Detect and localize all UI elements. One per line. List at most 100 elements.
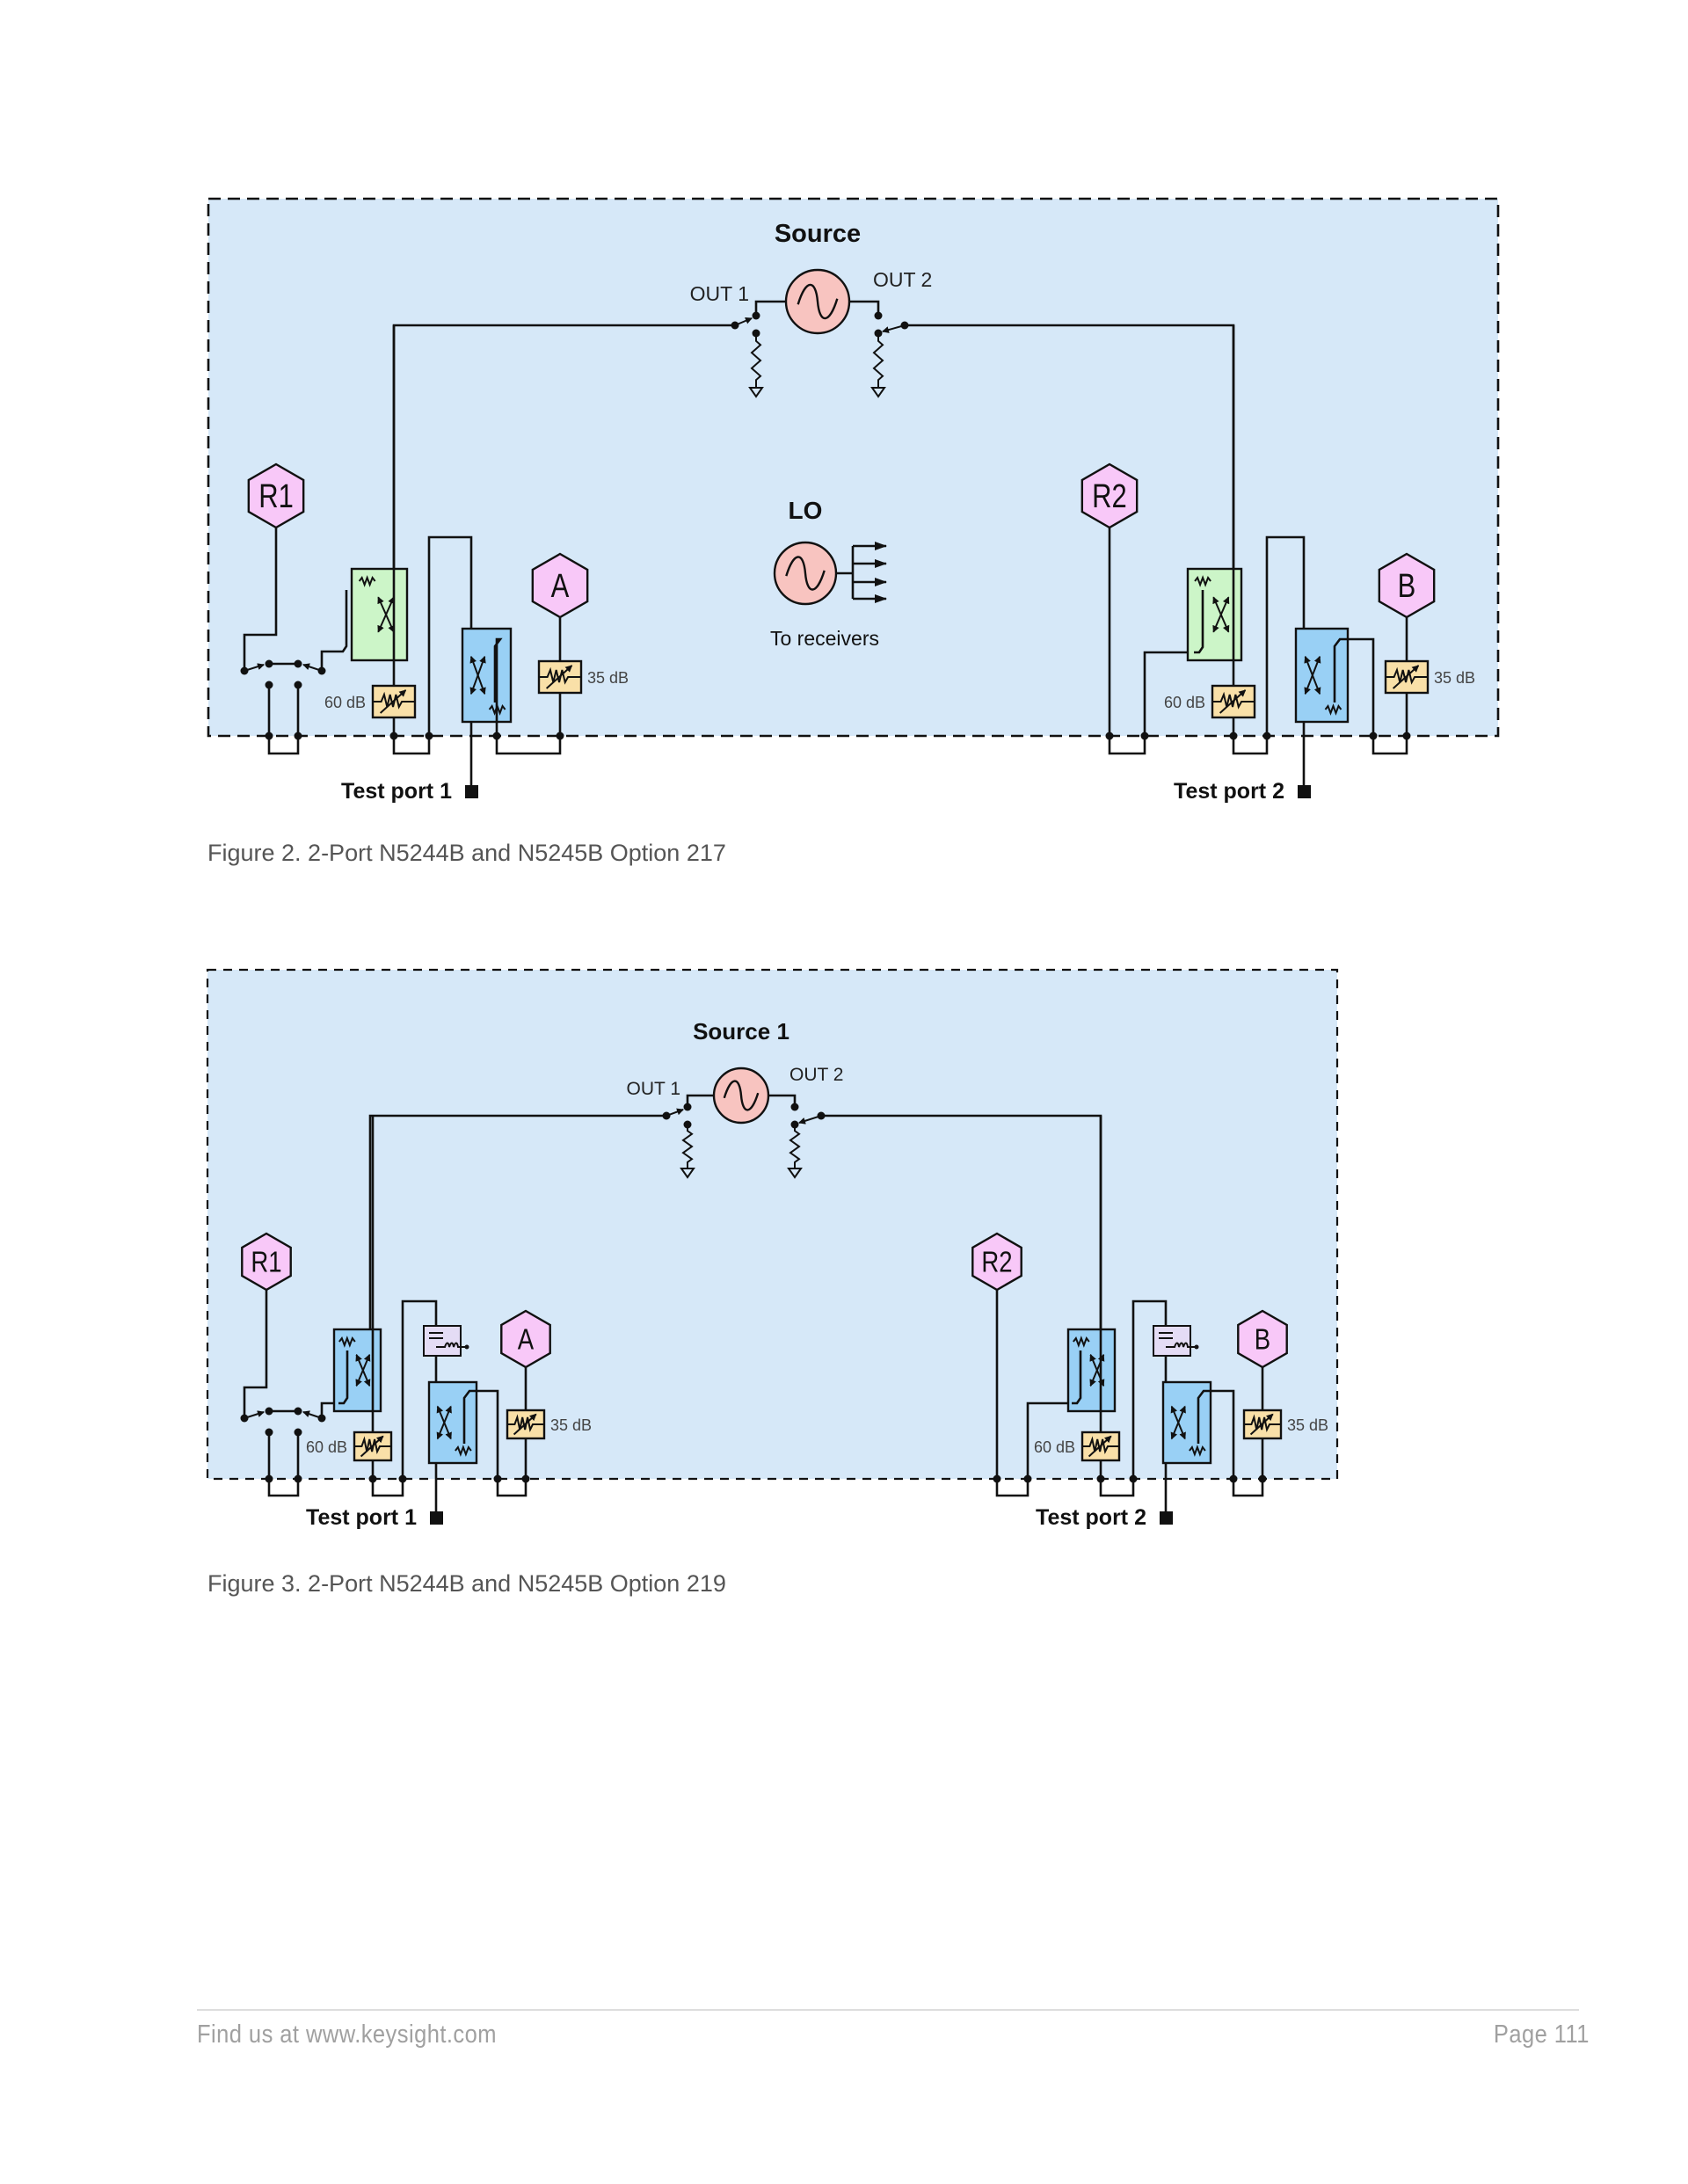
page-number: Page 111 [1493, 2020, 1590, 2049]
coupler-box [350, 567, 409, 662]
receiver-r2: R2 [1080, 462, 1139, 529]
test-port-connector-icon [430, 1511, 443, 1525]
front-panel-jumper-loop [995, 1479, 1030, 1497]
junction-dot [993, 1474, 1001, 1483]
junction-dot [1369, 732, 1378, 740]
coupler-box [1161, 1380, 1212, 1465]
attenuator-resistor-icon [1082, 1436, 1119, 1455]
junction-dot [294, 1474, 302, 1483]
source-out-wire [754, 300, 786, 316]
cross-arrow [377, 596, 395, 633]
source-attenuator-label: 60 dB [1034, 1438, 1075, 1456]
coupler-cross-arrows-icon [377, 596, 395, 633]
attenuator-resistor-icon [373, 691, 415, 710]
junction-dot [752, 311, 760, 320]
coupler-box [427, 1380, 478, 1465]
front-panel-jumper-loop [371, 1479, 404, 1497]
footer-divider [197, 2009, 1579, 2011]
ground-icon [787, 1168, 803, 1179]
test-coupled-arm [1197, 1389, 1235, 1479]
instrument-boundary [206, 968, 1339, 1481]
source-title: Source 1 [693, 1018, 789, 1045]
source-oscillator [784, 268, 851, 335]
ground-icon [748, 387, 764, 398]
junction-dot [493, 1474, 502, 1483]
variable-arrow-icon [1249, 1413, 1274, 1436]
termination-resistor-icon [358, 575, 376, 587]
out2-switch-arm [882, 324, 906, 333]
reference-coupler [350, 567, 409, 662]
out2-load-icon [787, 1125, 803, 1179]
termination-resistor-icon [1194, 575, 1211, 587]
junction-dot [1023, 1474, 1032, 1483]
junction-dot [1258, 1474, 1267, 1483]
ground-icon [680, 1168, 695, 1179]
junction-dot [1229, 732, 1238, 740]
junction-dot [368, 1474, 377, 1483]
junction-dot [556, 732, 564, 740]
receiver-attenuator-35db [537, 659, 583, 695]
test-port-coupler [1161, 1380, 1212, 1465]
attenuator-resistor-icon [1212, 691, 1255, 710]
coupler-box [1066, 1328, 1117, 1413]
test-coupled-arm [1333, 637, 1375, 736]
junction-dot [790, 1103, 799, 1111]
out1-load-icon [748, 333, 764, 398]
front-panel-jumper-loop [392, 736, 431, 755]
coupled-arm [1194, 590, 1204, 654]
receiver-label: A [551, 568, 570, 605]
out2-switch-arm [798, 1115, 822, 1125]
junction-dot [683, 1103, 692, 1111]
junction-dot [874, 311, 883, 320]
junction-dot [1229, 1474, 1238, 1483]
receiver-attenuator-label: 35 dB [1434, 669, 1475, 687]
coupled-arm-wire [1026, 1401, 1072, 1479]
front-panel-jumper-loop [1232, 736, 1269, 755]
test-coupled-arm [462, 1389, 499, 1479]
sine-wave-icon [723, 1080, 760, 1111]
instrument-boundary [207, 197, 1500, 738]
attenuator-resistor-icon [1386, 666, 1428, 685]
receiver-label: B [1255, 1322, 1270, 1356]
termination-resistor-icon [1189, 1445, 1206, 1457]
sine-wave-icon [797, 283, 839, 320]
junction-dot [1140, 732, 1149, 740]
test-port-connector-icon [1160, 1511, 1173, 1525]
footer-website-link[interactable]: Find us at www.keysight.com [197, 2020, 497, 2049]
receiver-label: R1 [251, 1245, 281, 1278]
test-port-coupler [427, 1380, 478, 1465]
out1-switch-arm [666, 1108, 684, 1117]
junction-dot [1402, 732, 1411, 740]
front-panel-jumper-loop [1108, 736, 1146, 755]
switch-arm [244, 663, 265, 672]
resistor-zigzag [681, 1125, 694, 1168]
attenuator-resistor-icon [507, 1414, 544, 1433]
variable-arrow-icon [360, 1435, 384, 1458]
sine-wave-icon [785, 556, 826, 591]
receiver-r1: R1 [241, 1232, 292, 1292]
receiver-label: R2 [981, 1245, 1012, 1278]
lo-title: LO [789, 497, 823, 524]
r1-wire [243, 1290, 268, 1418]
source-attenuator-60db [371, 684, 417, 719]
receiver-label: R1 [258, 478, 294, 515]
receiver-r1: R1 [247, 462, 305, 529]
source-attenuator-label: 60 dB [306, 1438, 347, 1456]
test-port-2-label: Test port 2 [1174, 779, 1284, 804]
junction-dot [389, 732, 398, 740]
coupled-arm-wire [1143, 651, 1194, 736]
source-attenuator-60db [1080, 1431, 1121, 1462]
variable-arrow-icon [513, 1413, 537, 1436]
inductor-icon [1166, 1342, 1196, 1348]
front-panel-jumper-loop [495, 736, 562, 755]
coupled-arm-wire [320, 650, 338, 671]
receiver-attenuator-label: 35 dB [550, 1416, 592, 1434]
test-port-coupler [461, 627, 513, 724]
test-port-coupler [1294, 627, 1350, 724]
